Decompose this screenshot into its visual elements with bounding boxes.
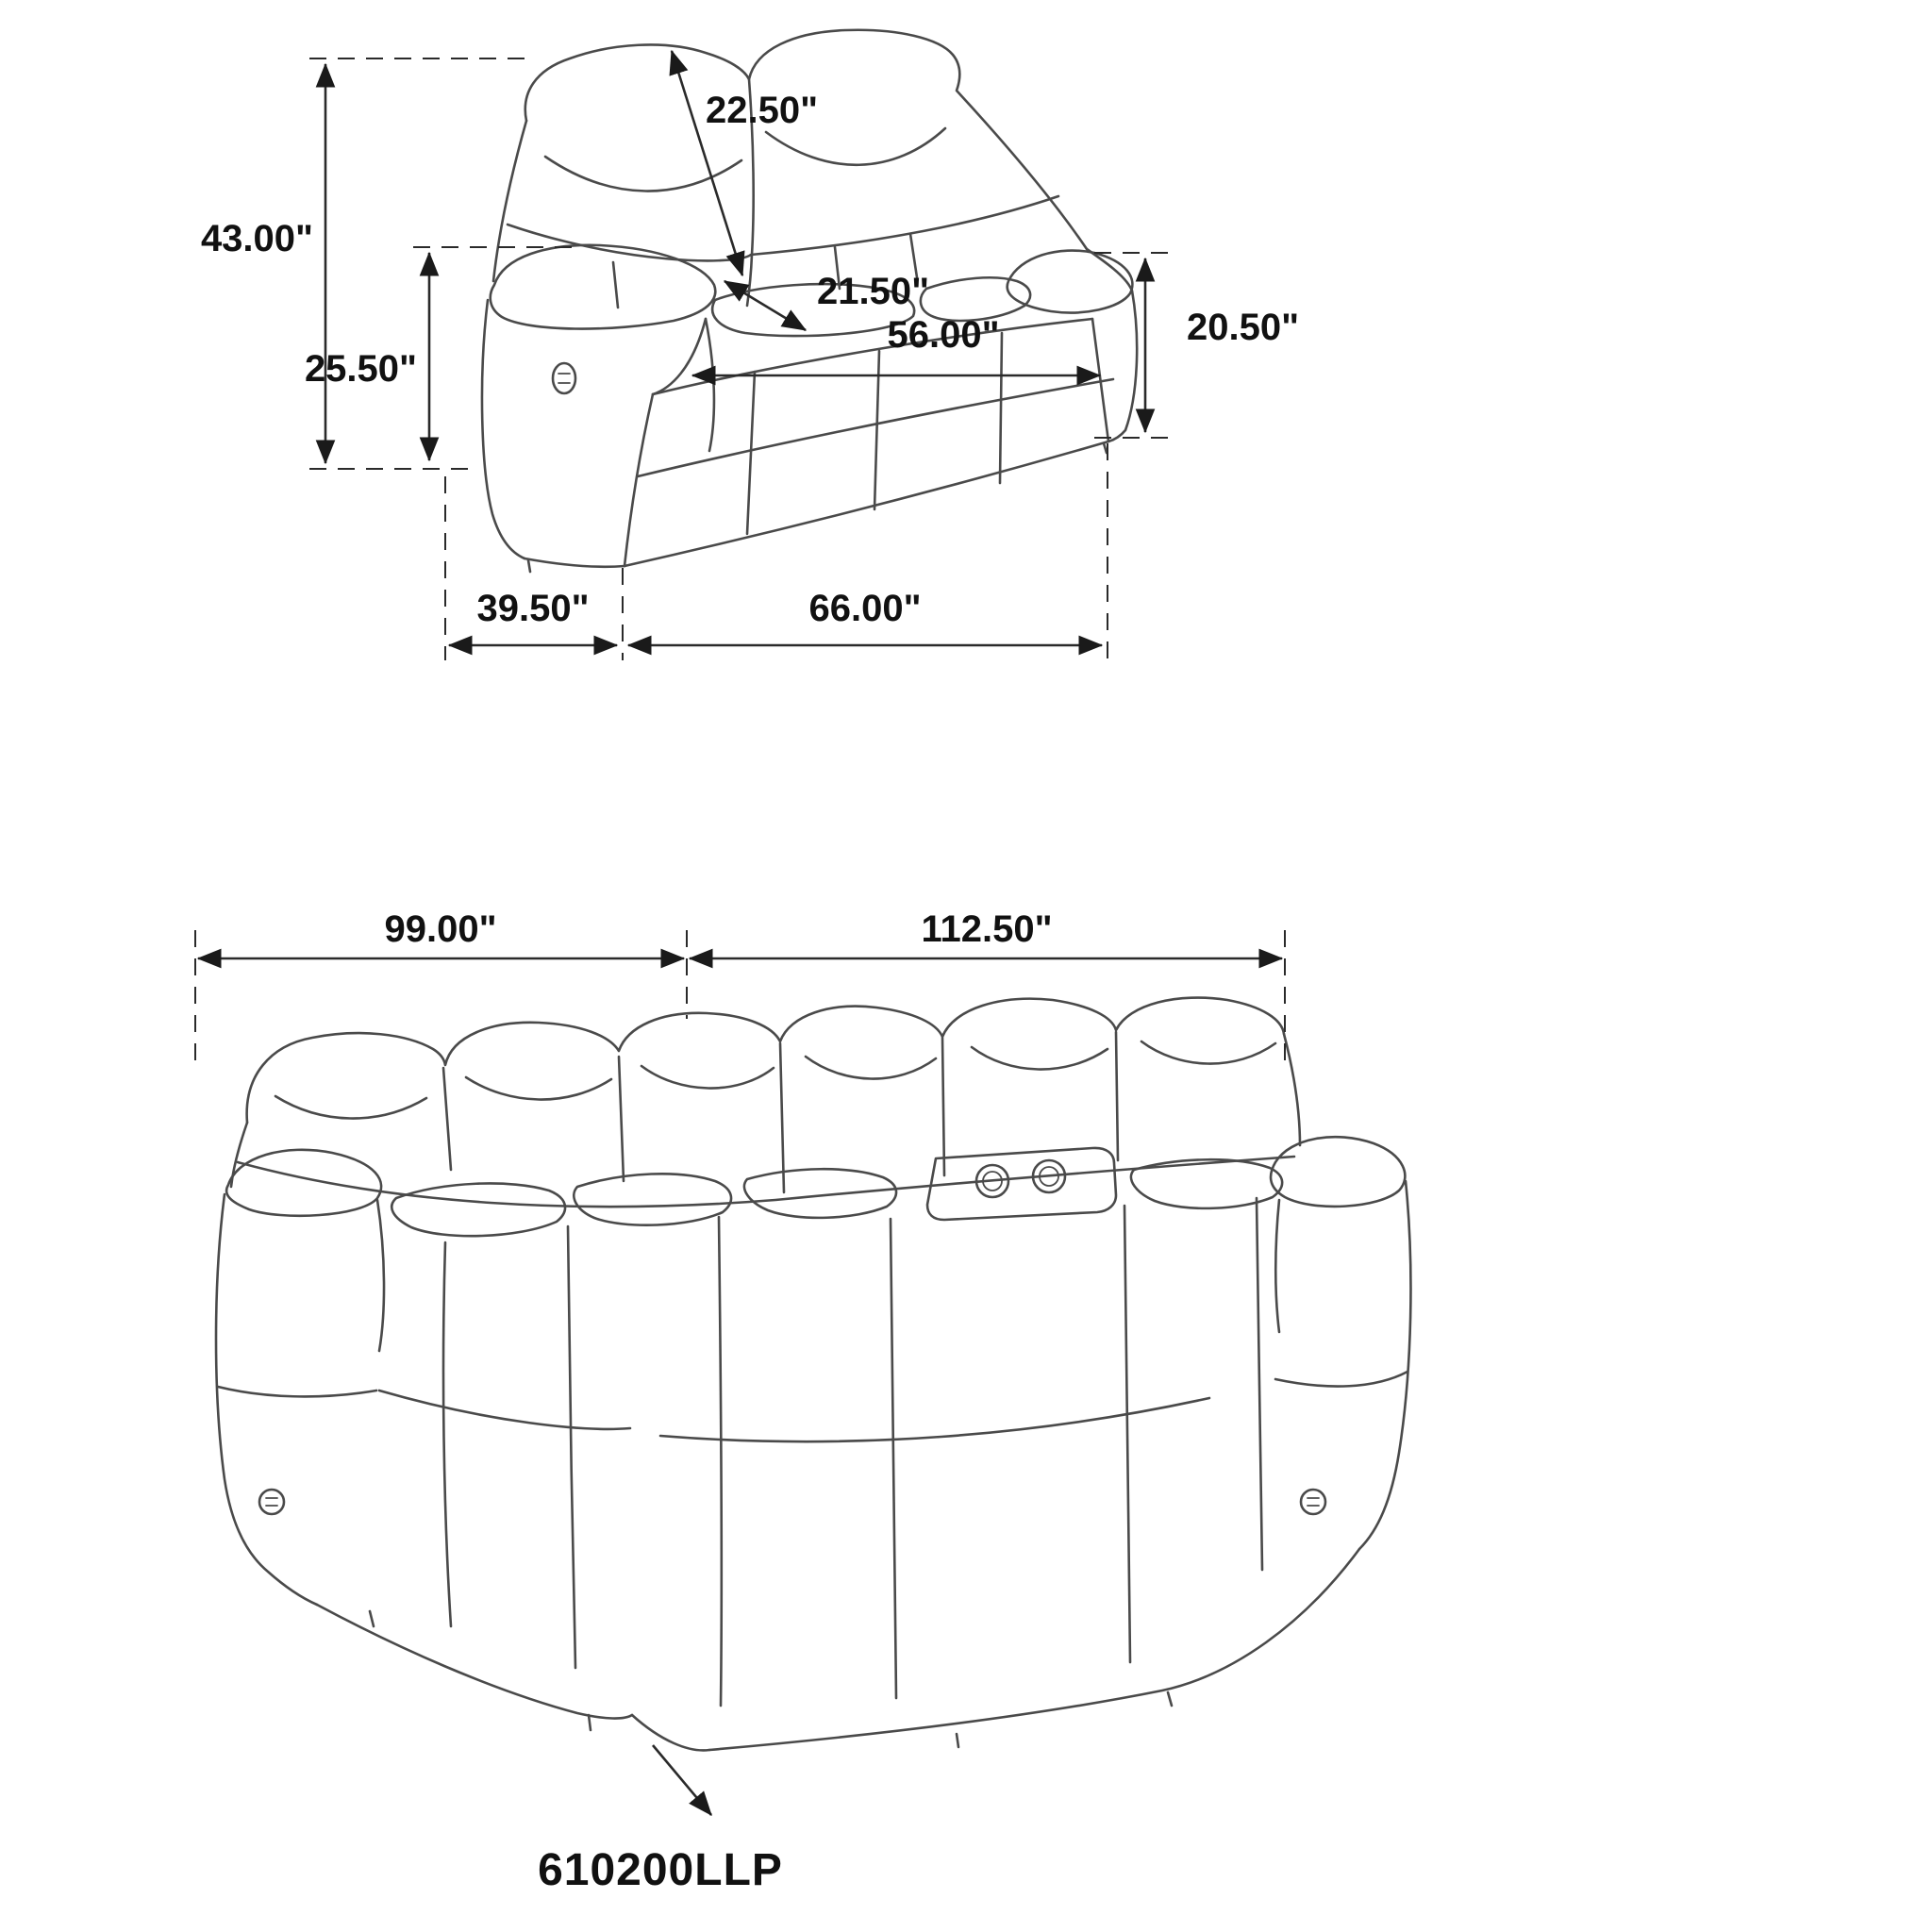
sectional-back-left-edge	[229, 1121, 249, 1189]
sectional-foot-2	[587, 1713, 592, 1732]
sectional-front-seam-2	[566, 1224, 577, 1670]
back-diagonal-dim-label: 22.50"	[706, 90, 818, 131]
loveseat-lumbar-seam-2	[833, 245, 841, 291]
sectional-front-seam-5	[1123, 1204, 1132, 1664]
sectional-headrest-curve-4	[804, 1055, 938, 1080]
cupholder-icon	[1031, 1158, 1067, 1194]
sectional-seat-cushion-right	[1129, 1158, 1284, 1210]
sectional-extension-lines	[194, 930, 1286, 1071]
sectional-bottom-edge-right	[708, 1547, 1361, 1752]
sectional-lumbar-seam-3	[778, 1041, 786, 1194]
loveseat-headrest-curve-right	[764, 126, 947, 167]
console-outline	[925, 1146, 1118, 1222]
sectional-back-right-edge	[1282, 1032, 1302, 1147]
sectional-left-arm-pad	[225, 1148, 383, 1218]
loveseat-skirt-left-edge	[623, 392, 655, 568]
sectional-bottom-edge-corner	[630, 1713, 711, 1752]
overall-height-dim-label: 43.00"	[201, 218, 313, 259]
power-button-icon	[1299, 1488, 1327, 1516]
loveseat-left-arm-outer-edge	[480, 298, 526, 560]
right-height-dim-label: 20.50"	[1187, 307, 1299, 348]
loveseat-foot-left	[526, 558, 532, 574]
sectional-front-seam-6	[1255, 1196, 1264, 1572]
overall-width-dim-label: 66.00"	[808, 588, 921, 629]
sectional-front-seam-1	[441, 1241, 453, 1628]
sectional-seat-cushion-corner	[742, 1167, 898, 1220]
sectional-skirt-seam-left	[377, 1389, 632, 1431]
sectional-headrest-curve-5	[970, 1045, 1109, 1071]
sectional-headrest-curve-6	[1140, 1040, 1277, 1065]
left-width-dim-label: 99.00"	[384, 908, 496, 950]
sectional-back-outline	[245, 996, 1286, 1124]
loveseat-left-arm-pad	[489, 243, 717, 330]
loveseat-lumbar-seam-1	[611, 260, 620, 309]
power-button-detail-icon	[1307, 1497, 1320, 1507]
loveseat-skirt-seam-3	[998, 331, 1004, 485]
cupholder-inner-icon	[982, 1171, 1003, 1191]
loveseat-right-arm-pad	[1006, 249, 1134, 314]
loveseat-lumbar-seam-3	[908, 232, 919, 279]
power-button-detail-icon	[558, 373, 571, 384]
sectional-right-arm-outer-edge	[1357, 1179, 1412, 1551]
sectional-foot-3	[955, 1732, 960, 1749]
sectional-right-arm-seam	[1274, 1370, 1409, 1388]
loveseat-left-arm-front-edge	[704, 317, 716, 453]
sectional-right-arm-front-edge	[1274, 1198, 1281, 1334]
loveseat-foot-right	[1102, 441, 1108, 455]
loveseat-right-arm-top-edge	[1085, 247, 1133, 291]
sectional-left-arm-seam	[216, 1385, 378, 1398]
sectional-dimension-labels: 99.00" 112.50" 610200LLP	[384, 908, 1052, 1895]
cupholder-inner-icon	[1039, 1166, 1059, 1187]
sectional-seat-cushion-1	[391, 1182, 567, 1238]
sectional-left-arm-front-edge	[375, 1198, 386, 1353]
sectional-headrest-curve-2	[464, 1075, 613, 1101]
seat-depth-dim-label: 21.50"	[817, 271, 929, 312]
sectional-lumbar-seam-1	[441, 1066, 453, 1172]
sectional-seat-cushion-2	[573, 1173, 733, 1227]
product-code-leader-line	[652, 1744, 712, 1816]
loveseat-dimension-lines	[315, 49, 1156, 656]
sectional-lumbar-seam-4	[941, 1036, 946, 1177]
sectional-right-arm-pad	[1269, 1135, 1407, 1208]
arm-height-dim-label: 25.50"	[305, 348, 417, 390]
sectional-lumbar-seam-5	[1114, 1030, 1120, 1162]
sectional-foot-4	[1166, 1690, 1174, 1707]
sectional-lumbar-seam-2	[617, 1055, 625, 1183]
loveseat-back-left-edge	[491, 119, 528, 283]
loveseat-skirt-bottom-edge	[623, 440, 1110, 568]
loveseat-drawing	[480, 28, 1139, 574]
sectional-bottom-edge-left	[315, 1603, 634, 1720]
sectional-headrest-curve-1	[274, 1094, 428, 1120]
sectional-left-arm-outer-edge	[214, 1192, 319, 1607]
sectional-foot-1	[368, 1609, 375, 1628]
loveseat-seat-cushion-right	[919, 276, 1032, 323]
overall-depth-dim-label: 39.50"	[476, 588, 589, 629]
product-code-label: 610200LLP	[538, 1845, 783, 1895]
loveseat-back-outline	[524, 28, 1089, 251]
sectional-skirt-seam-right	[658, 1396, 1211, 1443]
sectional-headrest-curve-3	[640, 1064, 775, 1090]
inner-seat-width-dim-label: 56.00"	[887, 314, 999, 356]
sectional-drawing	[214, 996, 1412, 1752]
loveseat-dimension-labels: 43.00" 25.50" 22.50" 21.50" 56.00" 20.50…	[201, 90, 1299, 629]
sectional-dimension-lines	[196, 948, 1284, 1816]
power-button-icon	[258, 1488, 286, 1516]
cupholder-icon	[974, 1163, 1010, 1199]
loveseat-skirt-seam-1	[745, 370, 757, 536]
loveseat-skirt-mid-seam	[636, 377, 1115, 478]
sectional-front-seam-3	[717, 1215, 724, 1707]
loveseat-arm-bottom-edge	[523, 557, 626, 569]
sectional-front-seam-4	[889, 1217, 898, 1700]
loveseat-extension-lines	[309, 58, 1174, 660]
right-width-dim-label: 112.50"	[921, 908, 1052, 950]
power-button-detail-icon	[265, 1497, 278, 1507]
power-button-icon	[551, 361, 577, 395]
